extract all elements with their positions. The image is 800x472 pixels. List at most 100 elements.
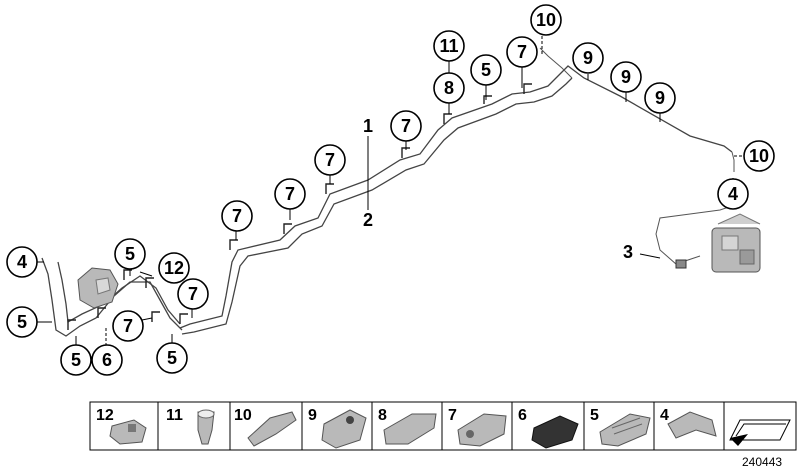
callout-6: 6 bbox=[91, 344, 123, 376]
grommet-part-icon bbox=[531, 415, 579, 449]
svg-text:4: 4 bbox=[728, 184, 738, 204]
legend-item-11: 11 bbox=[166, 407, 215, 445]
callout-7-g: 7 bbox=[390, 110, 422, 142]
svg-text:9: 9 bbox=[621, 67, 631, 87]
callout-5-center-top: 5 bbox=[114, 238, 146, 270]
svg-text:5: 5 bbox=[481, 60, 491, 80]
callout-3: 3 bbox=[623, 242, 633, 262]
legend-item-12: 12 bbox=[96, 407, 147, 445]
component-sensor-plug bbox=[675, 259, 687, 269]
legend-item-8: 8 bbox=[378, 407, 437, 445]
pipe-top-branch bbox=[539, 47, 573, 79]
callout-5-bottom-center: 5 bbox=[156, 342, 188, 374]
svg-text:12: 12 bbox=[164, 258, 184, 278]
svg-text:12: 12 bbox=[96, 407, 114, 424]
leader-lines bbox=[34, 36, 742, 348]
pipe-left-1 bbox=[41, 257, 183, 337]
callout-7-h: 7 bbox=[506, 36, 538, 68]
bracket-part-icon bbox=[667, 411, 717, 439]
legend-item-7: 7 bbox=[448, 407, 507, 447]
callout-5-bottom-left: 5 bbox=[60, 344, 92, 376]
svg-text:7: 7 bbox=[123, 316, 133, 336]
clip bbox=[483, 95, 492, 104]
svg-text:6: 6 bbox=[518, 407, 527, 424]
clip bbox=[67, 319, 76, 330]
legend-item-10: 10 bbox=[234, 407, 297, 447]
svg-text:10: 10 bbox=[234, 407, 252, 424]
clip bbox=[123, 269, 132, 280]
component-abs-unit bbox=[711, 213, 761, 273]
component-left-bracket bbox=[77, 267, 119, 309]
clip bbox=[145, 277, 154, 288]
callout-11: 11 bbox=[433, 30, 465, 62]
callout-5-upper: 5 bbox=[470, 54, 502, 86]
holder-part-icon bbox=[321, 409, 367, 449]
legend-item-5: 5 bbox=[590, 407, 651, 447]
reference-code: 240443 bbox=[742, 455, 782, 469]
clip bbox=[401, 147, 410, 158]
callout-5-left-mid: 5 bbox=[6, 306, 38, 338]
clip bbox=[523, 83, 532, 94]
clip bbox=[325, 183, 334, 194]
clip bbox=[97, 307, 106, 318]
callout-1: 1 bbox=[363, 116, 373, 136]
callout-7-b: 7 bbox=[112, 310, 144, 342]
legend-item-9: 9 bbox=[308, 407, 367, 449]
svg-text:8: 8 bbox=[378, 407, 387, 424]
callout-7-c: 7 bbox=[177, 278, 209, 310]
svg-text:7: 7 bbox=[188, 284, 198, 304]
svg-text:5: 5 bbox=[590, 407, 599, 424]
sensor-wire bbox=[655, 205, 733, 265]
svg-text:5: 5 bbox=[125, 244, 135, 264]
legend-item-6: 6 bbox=[518, 407, 579, 449]
svg-text:8: 8 bbox=[444, 78, 454, 98]
svg-text:7: 7 bbox=[325, 150, 335, 170]
svg-text:9: 9 bbox=[308, 407, 317, 424]
multi-clip-part-icon bbox=[383, 413, 437, 445]
callout-9-a: 9 bbox=[572, 42, 604, 74]
svg-text:7: 7 bbox=[517, 42, 527, 62]
clip bbox=[283, 223, 292, 234]
svg-text:7: 7 bbox=[448, 407, 457, 424]
callout-12: 12 bbox=[158, 252, 190, 284]
svg-text:10: 10 bbox=[749, 146, 769, 166]
callout-9-c: 9 bbox=[644, 82, 676, 114]
pipe-right-drop bbox=[731, 151, 735, 172]
svg-text:10: 10 bbox=[536, 10, 556, 30]
svg-text:7: 7 bbox=[285, 184, 295, 204]
svg-text:11: 11 bbox=[439, 36, 458, 56]
callout-7-e: 7 bbox=[274, 178, 306, 210]
callout-2: 2 bbox=[363, 210, 373, 230]
svg-text:5: 5 bbox=[167, 348, 177, 368]
legend-item-4: 4 bbox=[660, 407, 717, 439]
clip-part-icon bbox=[247, 411, 297, 447]
legend-arrow-icon bbox=[729, 419, 791, 446]
clip bbox=[229, 239, 238, 250]
clip bbox=[179, 313, 188, 324]
svg-text:6: 6 bbox=[102, 350, 112, 370]
callout-4-right: 4 bbox=[717, 178, 749, 210]
callout-4-left: 4 bbox=[6, 246, 38, 278]
svg-text:9: 9 bbox=[583, 48, 593, 68]
svg-text:9: 9 bbox=[655, 88, 665, 108]
pipe-line-2 bbox=[181, 77, 573, 335]
callout-10-right: 10 bbox=[743, 140, 775, 172]
callout-8: 8 bbox=[433, 72, 465, 104]
svg-text:4: 4 bbox=[17, 252, 27, 272]
pipe-line-1 bbox=[179, 65, 733, 329]
callout-9-b: 9 bbox=[610, 61, 642, 93]
callout-7-f: 7 bbox=[314, 144, 346, 176]
svg-text:5: 5 bbox=[71, 350, 81, 370]
callout-10-top: 10 bbox=[530, 4, 562, 36]
svg-text:11: 11 bbox=[166, 407, 183, 424]
sleeve-part-icon bbox=[197, 411, 215, 445]
callout-7-d: 7 bbox=[221, 200, 253, 232]
parts-legend: 12 11 10 9 8 7 6 bbox=[89, 401, 797, 451]
svg-text:7: 7 bbox=[232, 206, 242, 226]
svg-text:5: 5 bbox=[17, 312, 27, 332]
svg-text:4: 4 bbox=[660, 407, 669, 424]
svg-text:7: 7 bbox=[401, 116, 411, 136]
clip bbox=[151, 311, 160, 322]
callouts: 1 2 3 10 11 8 5 7 9 9 9 10 4 7 7 7 7 4 5… bbox=[6, 4, 775, 376]
